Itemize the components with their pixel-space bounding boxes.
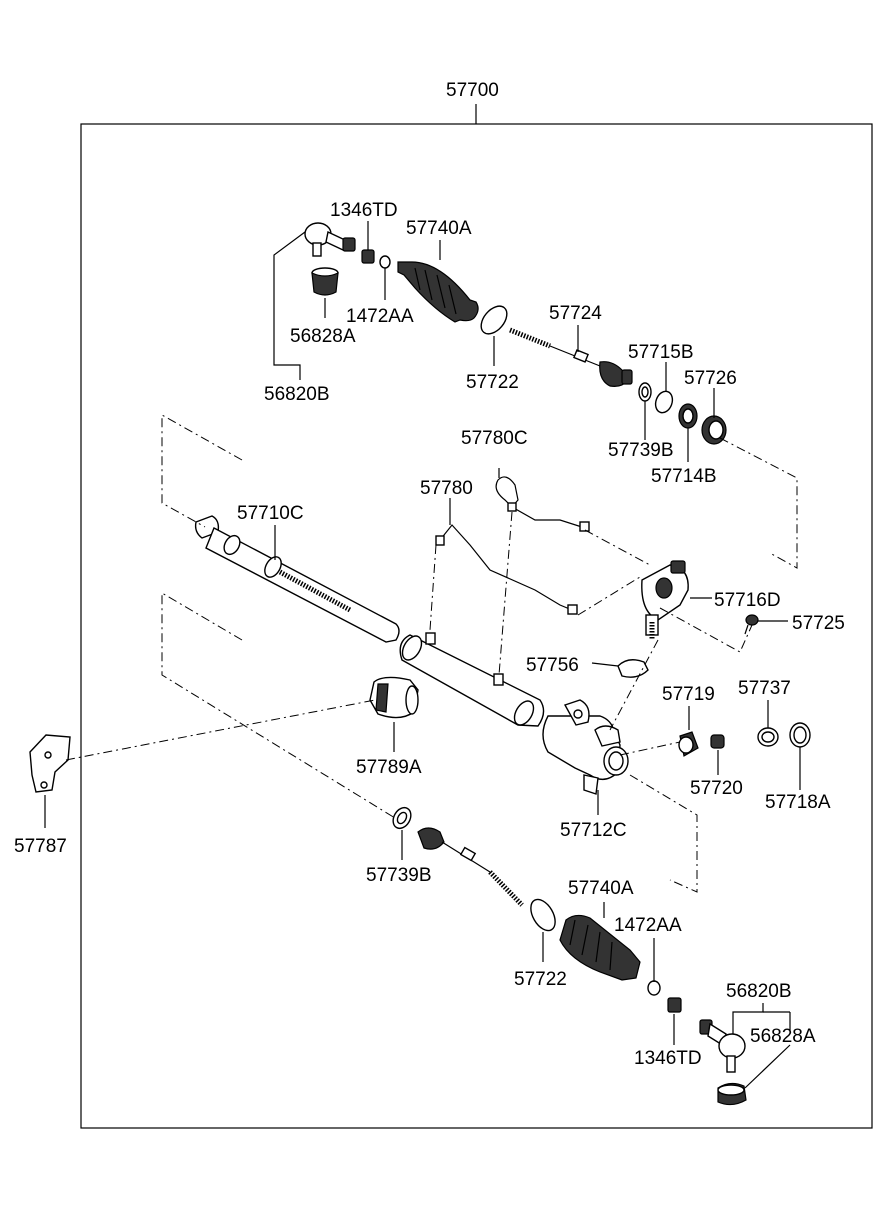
mount-bushing-part[interactable] — [369, 676, 419, 719]
feed-tube-b-part[interactable] — [435, 524, 578, 615]
label-bellows-bottom: 57740A — [568, 878, 634, 899]
label-valve-body: 57716D — [714, 590, 781, 611]
gasket-part[interactable] — [617, 659, 649, 678]
label-plug: 57726 — [684, 368, 737, 389]
label-gasket: 57756 — [526, 655, 579, 676]
label-inner-tie-rod-top: 57724 — [549, 303, 602, 324]
label-nut-bottom: 1346TD — [634, 1048, 702, 1069]
nut-top-part[interactable] — [361, 249, 375, 264]
plug-part[interactable] — [701, 415, 727, 445]
label-yoke: 57719 — [662, 684, 715, 705]
label-bearing-pinion: 57714B — [651, 466, 717, 487]
seal-bottom-part[interactable] — [390, 804, 415, 831]
assembly-frame — [80, 123, 873, 1129]
tie-rod-end-top-part[interactable] — [304, 222, 356, 257]
lock-nut-yoke-part[interactable] — [789, 722, 811, 748]
label-spring: 57720 — [690, 778, 743, 799]
label-bracket: 57787 — [14, 836, 67, 857]
label-lock-nut-yoke: 57718A — [765, 792, 831, 813]
inner-tie-rod-top-part[interactable] — [509, 327, 633, 387]
label-band-bottom: 57722 — [514, 969, 567, 990]
label-seal-bottom: 57739B — [366, 865, 432, 886]
bellows-bottom-part[interactable] — [559, 914, 641, 981]
valve-body-part[interactable] — [641, 560, 689, 640]
label-feed-tube-a: 57780C — [461, 428, 528, 449]
label-band-top: 57722 — [466, 372, 519, 393]
label-bellows-top: 57740A — [406, 218, 472, 239]
label-bolt: 57725 — [792, 613, 845, 634]
label-seal-top: 57739B — [608, 440, 674, 461]
label-tie-rod-end-top: 56820B — [264, 384, 330, 405]
band-top-part[interactable] — [476, 301, 512, 338]
seal-top-part[interactable] — [638, 382, 652, 402]
label-tie-rod-end-bottom: 56820B — [726, 981, 792, 1002]
inner-tie-rod-bottom-part[interactable] — [417, 827, 524, 907]
label-mount-bushing: 57789A — [356, 757, 422, 778]
o-ring-pinion-part[interactable] — [653, 389, 676, 415]
label-assembly: 57700 — [446, 80, 499, 101]
nut-bottom-part[interactable] — [667, 997, 682, 1013]
lock-nut-bottom-part[interactable] — [647, 980, 661, 996]
label-gear-housing: 57712C — [560, 820, 627, 841]
label-feed-tube-b: 57780 — [420, 478, 473, 499]
housing-tube-part[interactable] — [399, 632, 545, 729]
rack-part[interactable] — [194, 515, 400, 643]
yoke-plug-part[interactable] — [757, 727, 779, 747]
label-o-ring-pinion: 57715B — [628, 342, 694, 363]
label-ball-joint-boot-bottom: 56828A — [750, 1026, 816, 1047]
feed-tube-a-part[interactable] — [495, 476, 590, 532]
label-lock-nut-bottom: 1472AA — [614, 915, 682, 936]
label-lock-nut-top: 1472AA — [346, 306, 414, 327]
bearing-pinion-part[interactable] — [678, 403, 698, 429]
gear-housing-part[interactable] — [542, 699, 629, 795]
ball-joint-boot-bottom-part[interactable] — [717, 1082, 747, 1106]
yoke-part[interactable] — [678, 731, 699, 757]
spring-part[interactable] — [710, 734, 725, 749]
lock-nut-top-part[interactable] — [379, 255, 391, 269]
label-nut-top: 1346TD — [330, 200, 398, 221]
tie-rod-end-bottom-part[interactable] — [699, 1019, 746, 1073]
label-ball-joint-boot-top: 56828A — [290, 326, 356, 347]
label-yoke-plug: 57737 — [738, 678, 791, 699]
bolt-part[interactable] — [744, 614, 759, 635]
label-rack: 57710C — [237, 503, 304, 524]
bracket-part[interactable] — [29, 734, 71, 793]
band-bottom-part[interactable] — [526, 895, 560, 934]
bellows-top-part[interactable] — [397, 261, 479, 323]
ball-joint-boot-top-part[interactable] — [311, 267, 339, 296]
